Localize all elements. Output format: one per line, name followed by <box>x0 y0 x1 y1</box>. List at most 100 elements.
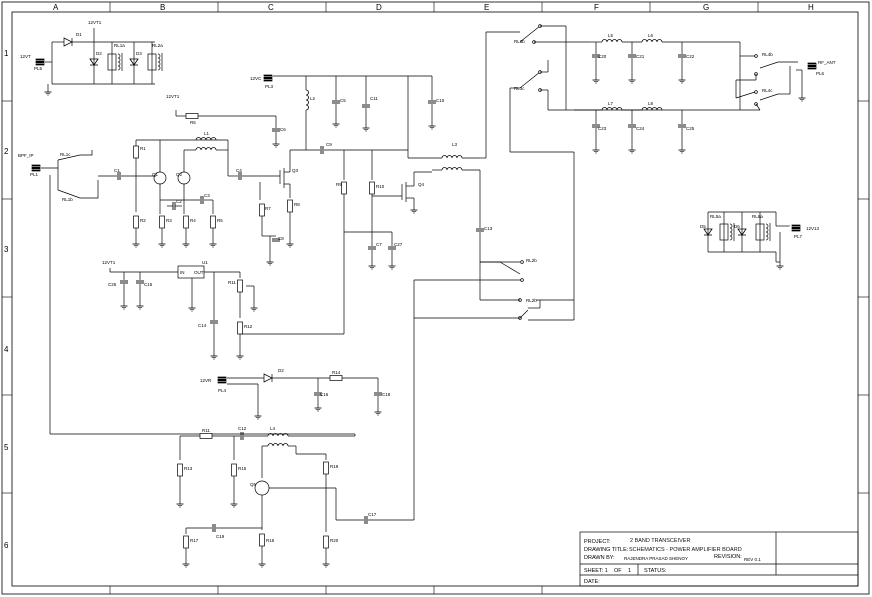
svg-text:D: D <box>376 3 382 12</box>
svg-text:R12: R12 <box>244 324 253 329</box>
bias-regulator <box>109 265 258 360</box>
cap-c12 <box>240 431 244 441</box>
svg-text:R14: R14 <box>332 370 341 375</box>
cap-c19 <box>212 523 216 533</box>
svg-text:R8: R8 <box>294 202 300 207</box>
svg-text:RL3c: RL3c <box>514 86 525 91</box>
connector-pl6 <box>804 62 817 70</box>
svg-text:Q4: Q4 <box>418 182 425 187</box>
svg-text:F: F <box>594 3 599 12</box>
svg-text:C27: C27 <box>394 242 403 247</box>
svg-text:12VT1: 12VT1 <box>166 94 180 99</box>
svg-text:RF_ANT: RF_ANT <box>818 60 836 65</box>
svg-text:C20: C20 <box>598 54 607 59</box>
svg-text:C25: C25 <box>686 126 695 131</box>
svg-text:R16: R16 <box>266 538 275 543</box>
svg-text:2: 2 <box>4 147 9 156</box>
svg-text:PL4: PL4 <box>218 388 227 393</box>
svg-text:L1: L1 <box>204 131 210 136</box>
drawn-by-value: RAJENDRA PRASAD SHENOY <box>624 556 688 561</box>
svg-text:C5: C5 <box>340 98 346 103</box>
svg-text:C2: C2 <box>176 199 182 204</box>
svg-text:D1: D1 <box>76 32 82 37</box>
date-label: DATE: <box>584 579 600 585</box>
svg-text:R3: R3 <box>166 218 172 223</box>
svg-text:C14: C14 <box>198 323 207 328</box>
svg-text:L4: L4 <box>270 426 276 431</box>
svg-text:PL7: PL7 <box>794 234 803 239</box>
resistor-r2 <box>133 215 139 229</box>
svg-text:Q2: Q2 <box>176 172 183 177</box>
svg-text:C21: C21 <box>636 54 645 59</box>
cap-c15 <box>135 280 145 284</box>
resistor-r19 <box>323 461 329 475</box>
rx-amp-labels: R11 C12 L4 R13 R15 R19 Q5 C17 C19 R17 R1… <box>184 426 377 543</box>
svg-text:12VC: 12VC <box>250 76 262 81</box>
connector-pl7 <box>788 224 801 232</box>
svg-text:R4: R4 <box>190 218 196 223</box>
svg-text:D6: D6 <box>734 224 740 229</box>
relay-coil-supply <box>703 211 801 270</box>
svg-text:C26: C26 <box>108 282 117 287</box>
svg-text:OUT: OUT <box>194 270 204 275</box>
svg-text:C18: C18 <box>382 392 391 397</box>
inductor-l3-sec <box>441 167 463 171</box>
inductor-l2 <box>305 89 309 111</box>
svg-text:C17: C17 <box>368 512 377 517</box>
svg-text:H: H <box>808 3 814 12</box>
svg-text:C24: C24 <box>636 126 645 131</box>
svg-text:4: 4 <box>4 345 9 354</box>
svg-text:L8: L8 <box>648 101 654 106</box>
svg-text:L6: L6 <box>648 33 654 38</box>
svg-text:C16: C16 <box>320 392 329 397</box>
inductor-l8 <box>641 107 663 111</box>
resistor-r5 <box>210 215 216 229</box>
resistor-r1 <box>133 145 139 159</box>
row-labels: 1 2 3 4 5 6 <box>4 49 9 550</box>
svg-text:A: A <box>53 3 59 12</box>
resistor-r6 <box>185 113 199 119</box>
svg-text:R6: R6 <box>190 120 196 125</box>
svg-text:RL1c: RL1c <box>60 152 71 157</box>
drawn-by-label: DRAWN BY: <box>584 555 615 561</box>
cap-c17 <box>364 515 368 525</box>
svg-text:C11: C11 <box>370 96 378 101</box>
svg-text:C23: C23 <box>598 126 607 131</box>
svg-text:L3: L3 <box>452 142 458 147</box>
column-labels: A B C D E F G H <box>53 3 814 12</box>
cap-c2 <box>172 201 176 211</box>
cap-c4 <box>238 171 242 181</box>
svg-text:R13: R13 <box>184 466 193 471</box>
cap-c1 <box>117 171 121 181</box>
svg-text:D5: D5 <box>700 224 706 229</box>
svg-text:PL3: PL3 <box>265 84 274 89</box>
cap-c26 <box>119 280 129 284</box>
svg-text:R9: R9 <box>336 182 342 187</box>
svg-text:C7: C7 <box>376 242 382 247</box>
svg-text:L5: L5 <box>608 33 614 38</box>
connector-pl1 <box>28 164 41 172</box>
resistor-r15 <box>231 463 237 477</box>
relay-coil-supply-labels: D5 RL5a D6 RL6a 12V13 PL7 <box>700 214 820 239</box>
diode-d1 <box>63 37 73 47</box>
svg-text:R10: R10 <box>376 184 385 189</box>
resistor-r13 <box>177 463 183 477</box>
svg-text:RL1b: RL1b <box>62 197 73 202</box>
title-block-text: PROJECT: 2 BAND TRANSCEIVER DRAWING TITL… <box>584 538 761 585</box>
svg-text:C8: C8 <box>278 236 284 241</box>
resistor-r11b <box>199 433 213 439</box>
connector-pl4 <box>214 376 227 384</box>
svg-text:RL4c: RL4c <box>762 88 773 93</box>
connector-pl3 <box>260 74 273 82</box>
svg-text:R15: R15 <box>238 466 247 471</box>
svg-text:C19: C19 <box>216 534 225 539</box>
title-block <box>579 531 859 587</box>
svg-text:C13: C13 <box>484 226 493 231</box>
inductor-l7 <box>601 107 623 111</box>
cap-c13 <box>475 228 485 232</box>
rx-supply <box>214 373 383 420</box>
svg-text:R19: R19 <box>330 464 339 469</box>
sheet-label: SHEET: 1 <box>584 568 608 574</box>
svg-text:RL2b: RL2b <box>526 298 537 303</box>
svg-text:C15: C15 <box>144 282 153 287</box>
